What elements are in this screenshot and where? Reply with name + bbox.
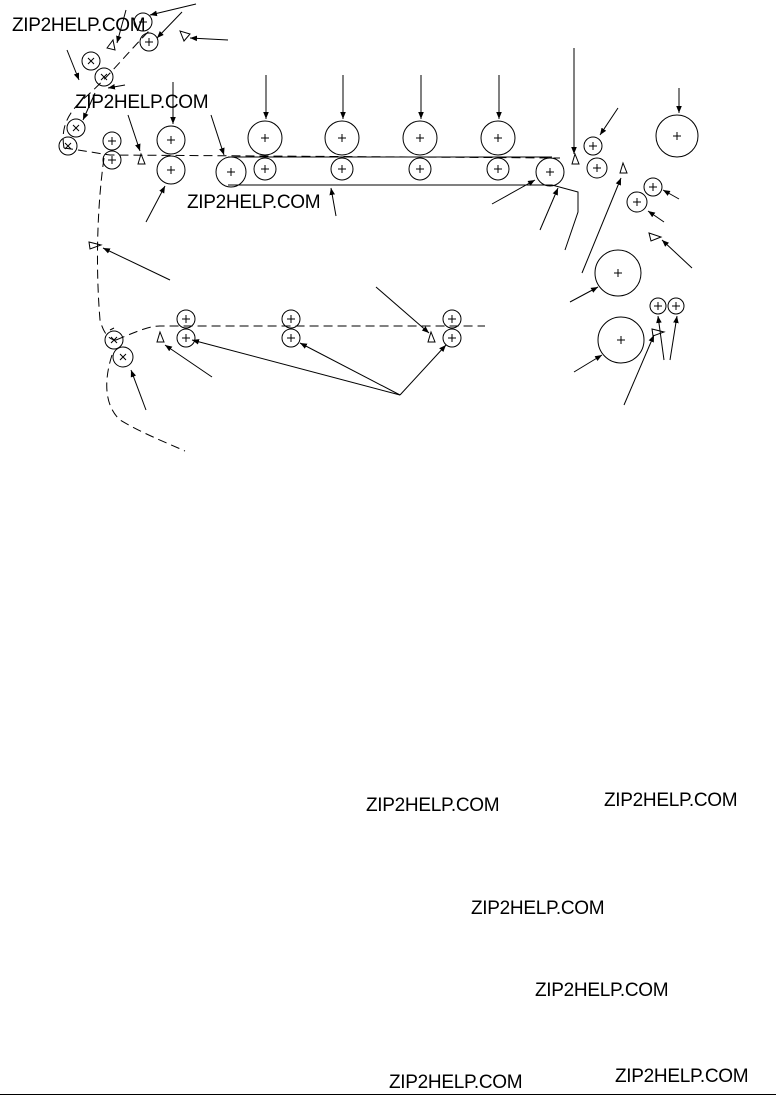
duplex-exit-roller-1 [649, 297, 667, 315]
duplex-roller-1-bottom [176, 328, 196, 348]
fuser-exit-roller-bottom [586, 157, 608, 179]
belt-drive-roller [215, 156, 247, 188]
belt-roller-2 [330, 157, 354, 181]
watermark: ZIP2HELP.COM [615, 1066, 749, 1087]
sensor-5 [619, 161, 628, 174]
watermark: ZIP2HELP.COM [604, 790, 738, 811]
sensor-6 [648, 232, 663, 242]
duplex-roller-3-top [442, 309, 462, 329]
duplex-feed-roller-2 [112, 346, 134, 368]
duplex-roller-2-top [281, 309, 301, 329]
sensor-7 [88, 241, 103, 250]
watermark: ZIP2HELP.COM [75, 92, 209, 113]
pressure-roller-1 [594, 249, 642, 297]
exit-roller-2 [626, 191, 648, 213]
duplex-roller-1-top [176, 309, 196, 329]
duplex-feed-roller-1 [104, 330, 124, 350]
roller-group [58, 12, 699, 368]
pressure-roller-2 [597, 316, 645, 364]
watermark: ZIP2HELP.COM [366, 795, 500, 816]
watermark: ZIP2HELP.COM [12, 15, 146, 36]
transfer-roller-bottom [156, 155, 186, 185]
pickup-roller-2 [94, 67, 114, 87]
separation-roller-1 [66, 118, 86, 138]
drum-2 [324, 120, 360, 156]
watermark: ZIP2HELP.COM [389, 1072, 523, 1093]
watermark: ZIP2HELP.COM [471, 898, 605, 919]
drum-3 [402, 120, 438, 156]
belt-roller-3 [408, 157, 432, 181]
transfer-belt [228, 156, 552, 186]
sensor-10 [651, 328, 666, 337]
sensor-3 [137, 152, 146, 165]
sensor-8 [156, 330, 165, 343]
sensor-group [88, 30, 666, 343]
exit-roller-1 [643, 177, 663, 197]
page-bottom-rule [0, 1094, 776, 1095]
feed-roller-top-2 [139, 32, 159, 52]
duplex-exit-roller-2 [667, 297, 685, 315]
watermark: ZIP2HELP.COM [187, 192, 321, 213]
duplex-roller-2-bottom [281, 328, 301, 348]
sensor-1 [106, 38, 116, 51]
pickup-roller-1 [81, 51, 101, 71]
separation-roller-2 [58, 136, 78, 156]
watermark: ZIP2HELP.COM [535, 980, 669, 1001]
feed-roller-top-1 [133, 12, 153, 32]
registration-roller-bottom [102, 150, 122, 170]
leader-lines [66, 3, 693, 411]
belt-roller-4 [486, 157, 510, 181]
paper-path [62, 29, 561, 452]
duplex-roller-3-bottom [442, 328, 462, 348]
belt-idler-roller [535, 157, 565, 187]
sensor-4 [571, 152, 580, 165]
fuser-roller [655, 114, 699, 158]
fuser-exit-roller-top [583, 136, 603, 156]
sensor-2 [179, 30, 191, 42]
registration-roller-top [102, 131, 122, 151]
drum-1 [247, 120, 283, 156]
transfer-roller-top [156, 125, 186, 155]
belt-roller-1 [253, 157, 277, 181]
drum-4 [480, 120, 516, 156]
sensor-9 [427, 330, 436, 343]
